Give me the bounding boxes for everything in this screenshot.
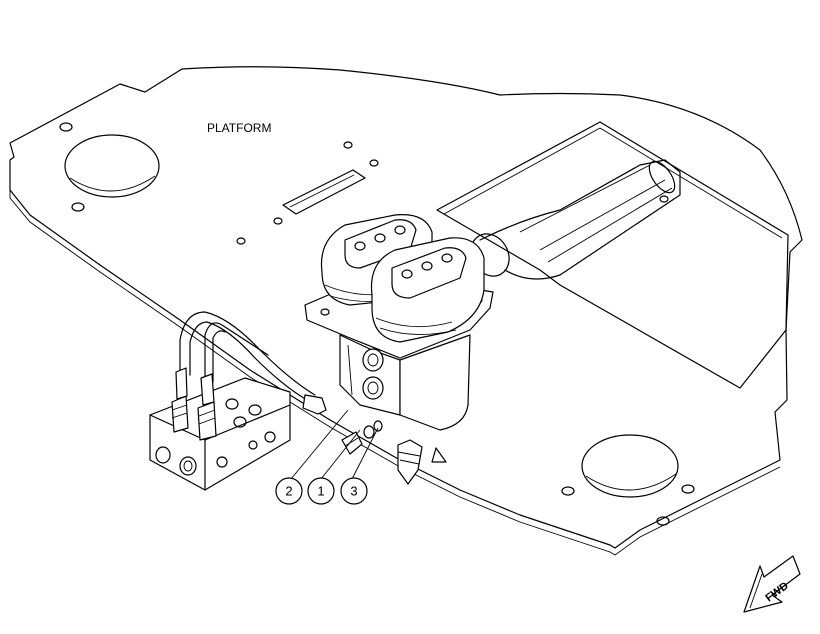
cylinder-bar <box>470 159 681 280</box>
left-round-opening <box>64 134 160 198</box>
hydraulic-hoses <box>179 311 327 415</box>
callout-1: 1 <box>307 477 335 505</box>
part-1-fitting <box>341 431 363 455</box>
callout-3-number: 3 <box>350 484 357 499</box>
callout-2-number: 2 <box>285 484 292 499</box>
right-round-opening <box>581 434 679 498</box>
right-console-panel <box>436 121 789 389</box>
part-3-oring <box>363 420 383 439</box>
joystick-valve-assembly <box>304 214 494 485</box>
callout-1-number: 1 <box>317 484 324 499</box>
platform-slot <box>282 169 366 215</box>
bolt-holes <box>59 122 695 526</box>
leader-lines <box>290 409 379 480</box>
callout-3: 3 <box>340 477 368 505</box>
fwd-arrow-icon: FWD <box>743 555 801 613</box>
callout-2: 2 <box>275 477 303 505</box>
platform-label: PLATFORM <box>207 121 271 135</box>
manifold-block <box>149 367 291 491</box>
